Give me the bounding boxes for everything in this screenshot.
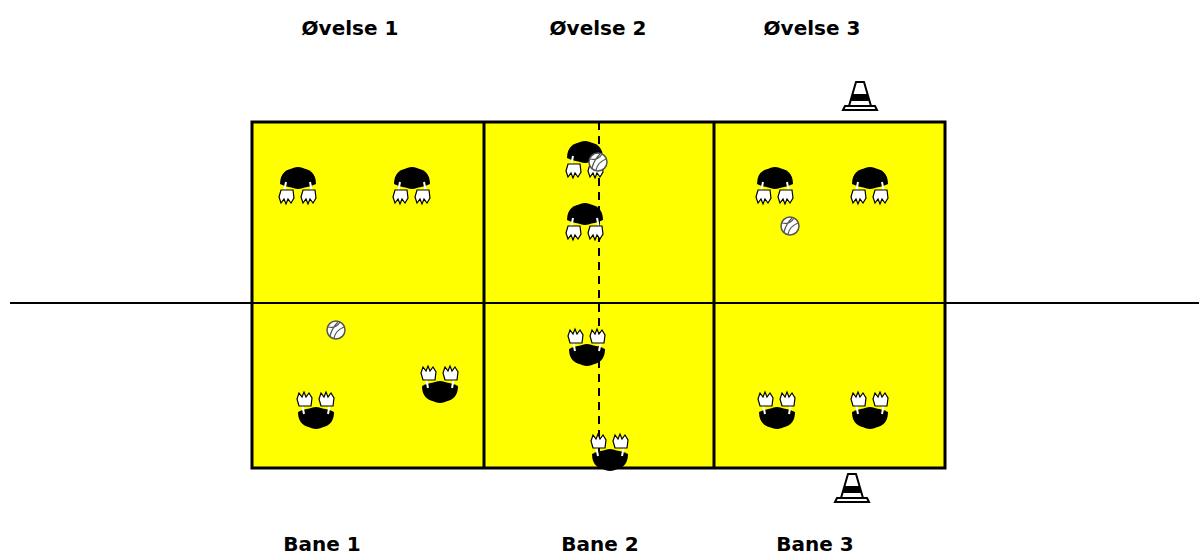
- player: [758, 392, 795, 429]
- player: [297, 392, 334, 429]
- player: [421, 366, 458, 403]
- player: [591, 434, 628, 471]
- player: [279, 167, 316, 204]
- player: [568, 329, 605, 366]
- court: [252, 122, 945, 468]
- player: [851, 167, 888, 204]
- court-label: Bane 3: [776, 532, 853, 556]
- court-label: Bane 2: [561, 532, 638, 556]
- volleyball: [327, 321, 345, 339]
- cone: [835, 474, 869, 502]
- net-line: [10, 302, 1199, 304]
- court-label: Bane 1: [283, 532, 360, 556]
- lane-divider: [483, 122, 486, 468]
- player: [851, 392, 888, 429]
- volleyball: [781, 217, 799, 235]
- player: [756, 167, 793, 204]
- exercise-label: Øvelse 3: [764, 16, 861, 40]
- cone: [843, 82, 877, 110]
- exercise-label: Øvelse 1: [302, 16, 399, 40]
- figures: [279, 82, 888, 502]
- volleyball: [589, 153, 607, 171]
- player: [566, 203, 603, 240]
- exercise-label: Øvelse 2: [550, 16, 647, 40]
- player: [393, 167, 430, 204]
- lane-divider: [713, 122, 716, 468]
